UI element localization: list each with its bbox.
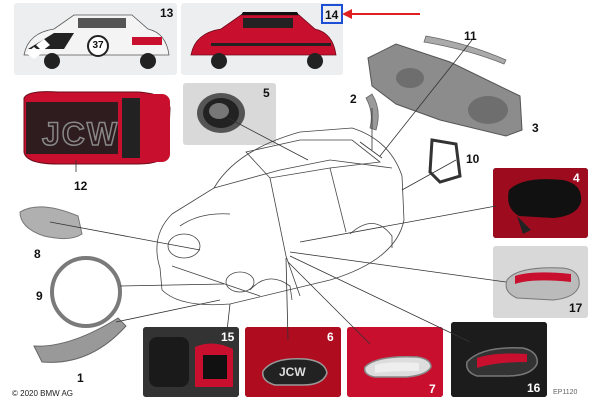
part-number-4: 4 (573, 171, 580, 185)
part-number-13: 13 (160, 6, 174, 20)
part-number-16: 16 (527, 381, 541, 395)
part-number-12: 12 (74, 179, 88, 193)
hood-lettering: JCW (41, 115, 120, 153)
hood-illustration (23, 91, 171, 165)
callout-arrow (342, 9, 420, 19)
panel-7-side-indicator: 7 (347, 327, 443, 397)
scuttle-lettering: JCW (279, 365, 306, 379)
panel-13-white-race-car: 37 13 (14, 3, 177, 75)
panel-14-red-car: 14 (181, 3, 343, 75)
mirror-cap-illustration (493, 246, 588, 318)
red-car-illustration (190, 12, 337, 69)
side-scuttle-illustration (245, 327, 341, 397)
panel-4-mirror: 4 (493, 168, 588, 238)
part-number-8: 8 (34, 247, 41, 261)
leader-lines (49, 39, 507, 345)
part-number-11: 11 (464, 29, 477, 43)
document-id: EP1120 (553, 389, 578, 396)
part-number-3: 3 (532, 121, 539, 135)
part-number-9: 9 (36, 289, 43, 303)
mirror-illustration (493, 168, 588, 238)
part-number-17: 17 (569, 301, 583, 315)
part-number-2: 2 (350, 92, 357, 106)
panel-16-dark-indicator: 16 (451, 322, 547, 397)
panel-15-grille: 15 (143, 327, 239, 397)
part-number-6: 6 (327, 330, 334, 344)
race-roundel: 37 (87, 35, 109, 57)
dark-indicator-illustration (451, 322, 547, 397)
copyright-notice: © 2020 BMW AG (12, 389, 74, 398)
part-number-14: 14 (325, 8, 339, 22)
part-number-15: 15 (221, 330, 235, 344)
part-number-5: 5 (263, 86, 270, 100)
car-outline (156, 127, 405, 306)
part-number-10: 10 (466, 152, 480, 166)
panel-17-mirror-cap: 17 (493, 246, 588, 318)
panel-6-side-scuttle: JCW 6 (245, 327, 341, 397)
side-indicator-illustration (347, 327, 443, 397)
part-number-1: 1 (77, 371, 84, 385)
grille-illustration (143, 327, 239, 397)
panel-12-hood-jcw: JCW (18, 88, 175, 168)
part-number-7: 7 (429, 382, 436, 396)
